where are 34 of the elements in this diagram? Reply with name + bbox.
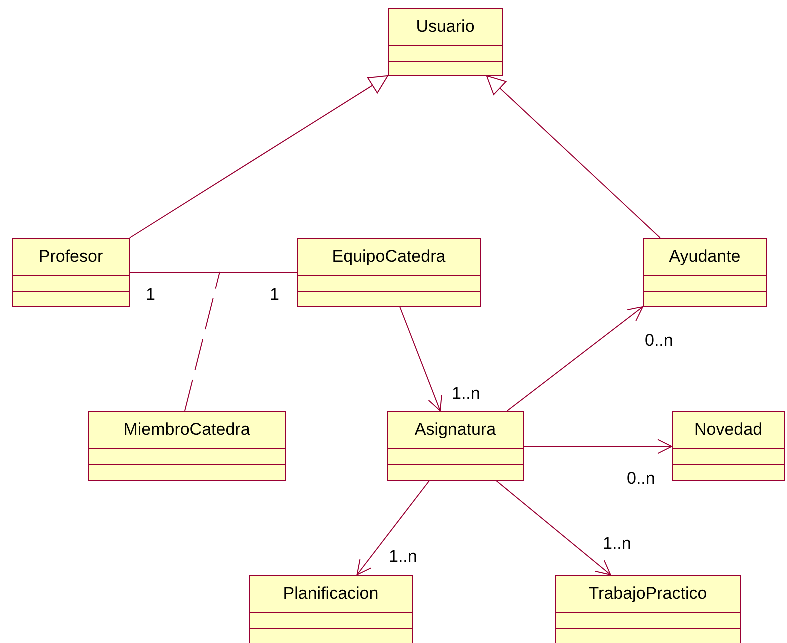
class-name: Asignatura [414, 419, 498, 441]
association-arrow [356, 480, 430, 576]
class-box [249, 575, 413, 643]
class-box [555, 575, 741, 643]
multiplicity-label: 0..n [627, 469, 656, 489]
class-box [643, 238, 767, 307]
multiplicity-label: 1..n [389, 547, 418, 567]
class-name: EquipoCatedra [331, 246, 447, 268]
class-name: Usuario [415, 16, 476, 38]
multiplicity-label: 1..n [603, 534, 632, 554]
association-class-line [184, 272, 220, 412]
class-box [388, 8, 503, 76]
generalization-arrow [130, 76, 388, 238]
multiplicity-label: 1..n [452, 384, 480, 404]
class-name: TrabajoPractico [588, 583, 708, 605]
class-box [88, 411, 286, 481]
association-arrow [524, 439, 672, 454]
multiplicity-label: 0..n [645, 331, 674, 351]
class-name: Profesor [38, 246, 104, 268]
class-box [672, 411, 785, 481]
class-name: Planificacion [282, 583, 380, 605]
class-name: MiembroCatedra [122, 419, 252, 441]
multiplicity-label: 1 [270, 285, 280, 305]
association-arrow [507, 306, 644, 412]
association-arrow [400, 306, 442, 412]
class-box [387, 411, 524, 481]
class-box [12, 238, 130, 307]
multiplicity-label: 1 [146, 285, 156, 305]
class-name: Ayudante [668, 246, 742, 268]
association-arrow [496, 480, 612, 576]
association-line [130, 272, 298, 273]
class-name: Novedad [693, 419, 764, 441]
class-box [297, 238, 481, 307]
generalization-arrow [486, 76, 661, 238]
